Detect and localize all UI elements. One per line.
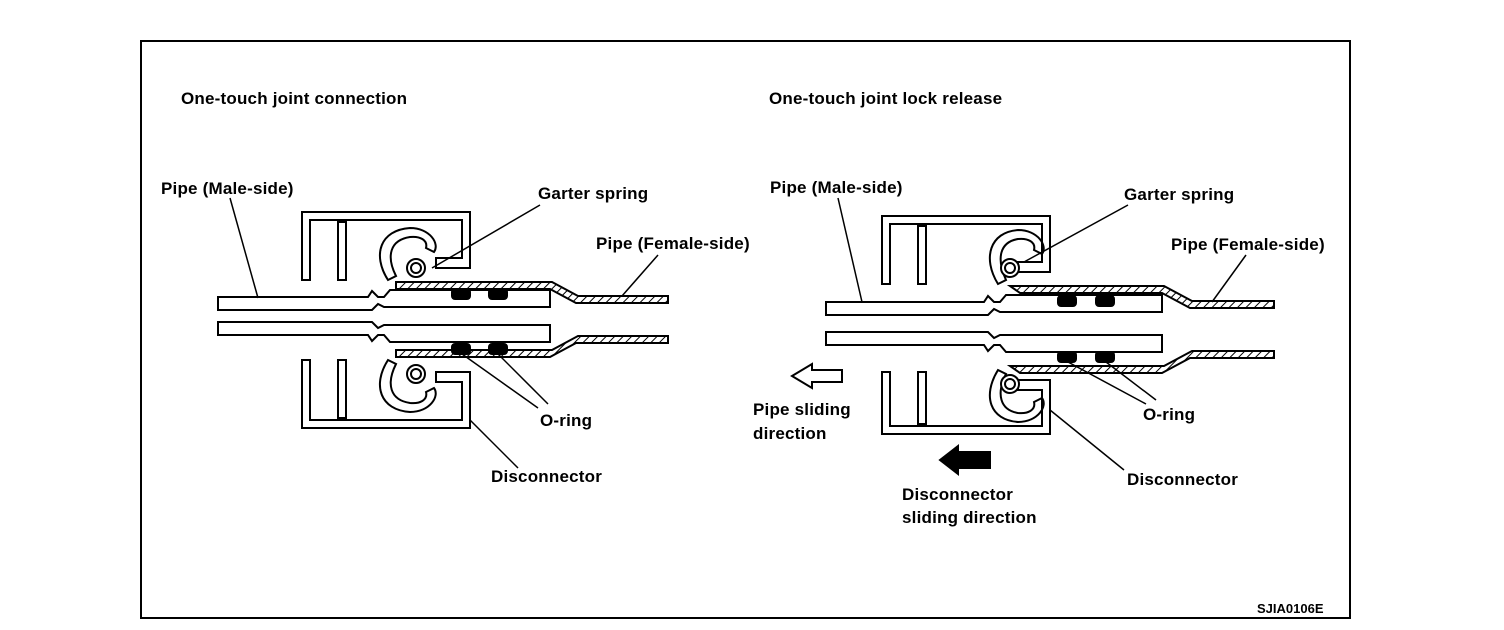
right-disconnector-upper (881, 215, 1051, 285)
right-claw-lower (988, 368, 1045, 424)
right-garter-spring-upper-inner (1004, 262, 1016, 274)
disconnector-direction-label-line2: sliding direction (902, 508, 1037, 527)
left-garter-spring-upper-inner (410, 262, 422, 274)
right-disconnector-lower (881, 371, 1051, 435)
left-garter-spring-lower (406, 364, 426, 384)
right-female-pipe-lower (1006, 350, 1275, 374)
right-garter-spring-lower-inner (1004, 378, 1016, 390)
right-o-ring-4 (1095, 351, 1115, 363)
right-garter-spring-upper (1000, 258, 1020, 278)
left-garter-spring-label: Garter spring (538, 184, 649, 203)
left-claw-upper (379, 226, 437, 282)
left-o-ring-3 (451, 343, 471, 355)
right-garter-spring-lower (1000, 374, 1020, 394)
right-assembly (825, 215, 1275, 435)
figure-code: SJIA0106E (1257, 601, 1324, 616)
left-disconnector-lower-slot (337, 359, 347, 419)
left-o-ring-4 (488, 343, 508, 355)
right-disconnector-lower-slot (917, 371, 927, 425)
left-o-ring-1 (451, 288, 471, 300)
right-leader-lines (837, 197, 1247, 471)
left-female-pipe-upper (395, 281, 669, 304)
right-o-ring-1 (1057, 295, 1077, 307)
left-disconnector-label: Disconnector (491, 467, 603, 486)
left-garter-spring-upper (406, 258, 426, 278)
left-disconnector-upper-slot (337, 221, 347, 281)
left-female-pipe-label: Pipe (Female-side) (596, 234, 750, 253)
left-male-pipe-label: Pipe (Male-side) (161, 179, 294, 198)
disconnector-sliding-direction-arrow (938, 443, 991, 477)
right-male-pipe-upper-wall (825, 294, 1163, 316)
left-o-ring-2 (488, 288, 508, 300)
right-disconnector-label: Disconnector (1127, 470, 1239, 489)
right-female-pipe-upper (1006, 285, 1275, 309)
right-garter-spring-label: Garter spring (1124, 185, 1235, 204)
right-panel-title: One-touch joint lock release (769, 89, 1003, 108)
left-assembly (217, 211, 669, 429)
pipe-sliding-direction-arrow (790, 362, 843, 390)
left-o-ring-label: O-ring (540, 411, 593, 430)
left-disconnector-upper (301, 211, 471, 281)
right-o-ring-3 (1057, 351, 1077, 363)
right-o-ring-2 (1095, 295, 1115, 307)
figure-frame (140, 40, 1351, 619)
left-disconnector-lower (301, 359, 471, 429)
left-garter-spring-lower-inner (410, 368, 422, 380)
disconnector-direction-label-line1: Disconnector (902, 485, 1014, 504)
left-male-pipe-lower-wall (217, 321, 551, 343)
left-panel-title: One-touch joint connection (181, 89, 408, 108)
right-claw-upper (988, 228, 1045, 286)
right-male-pipe-label: Pipe (Male-side) (770, 178, 903, 197)
right-disconnector-upper-slot (917, 225, 927, 285)
right-male-pipe-lower-wall (825, 331, 1163, 353)
right-o-ring-label: O-ring (1143, 405, 1196, 424)
right-female-pipe-label: Pipe (Female-side) (1171, 235, 1325, 254)
left-leader-lines (229, 197, 659, 469)
pipe-direction-label-line1: Pipe sliding (753, 400, 851, 419)
left-claw-lower (379, 358, 437, 414)
pipe-direction-label-line2: direction (753, 424, 827, 443)
